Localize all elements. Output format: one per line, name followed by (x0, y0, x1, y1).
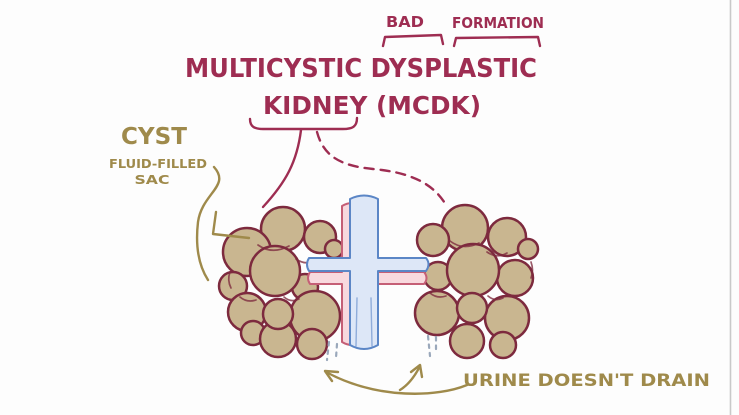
cyst-lump (445, 242, 501, 298)
cyst-detail-arc (239, 296, 257, 302)
cyst-lump (413, 289, 461, 337)
cyst-lump (516, 237, 540, 261)
urine-arrow-branch (398, 364, 422, 392)
cyst-lump (448, 322, 486, 360)
ureter-drip-dashes-right (426, 334, 438, 358)
cyst-definition-line2: SAC (135, 172, 170, 187)
cyst-lump (488, 330, 518, 360)
cyst-lump (295, 327, 329, 361)
right-kidney (413, 203, 540, 360)
drip-dash (334, 342, 339, 360)
title-underbrace (248, 116, 359, 131)
cyst-detail-arc (487, 295, 504, 301)
cyst-detail-arc (283, 296, 300, 302)
ureter-drip-dashes-left (325, 340, 339, 362)
bad-label: BAD (386, 13, 424, 31)
cyst-lump (415, 222, 451, 258)
vessel-inner-line (355, 297, 358, 347)
formation-bracket (452, 35, 542, 48)
cyst-pointer-curve (195, 165, 221, 282)
vessel-inner-line (370, 297, 373, 347)
urine-arrowhead-right (409, 363, 424, 379)
urine-arrow-curve (324, 370, 469, 395)
cyst-detail-arc (530, 261, 534, 279)
pointer-line-left-kidney (261, 128, 303, 209)
pointer-line-right-kidney-dashed (315, 130, 448, 207)
cyst-lump (486, 216, 528, 258)
cyst-detail-arc (449, 240, 480, 248)
title-line2: KIDNEY (MCDK) (263, 91, 481, 120)
cyst-lump (495, 258, 535, 298)
cyst-detail-arc (227, 271, 232, 289)
renal-vessels (306, 194, 430, 350)
urine-label: URINE DOESN'T DRAIN (463, 371, 710, 391)
formation-label: FORMATION (452, 14, 544, 32)
drip-dash (325, 340, 331, 362)
vena-cava-vessel (306, 194, 430, 350)
cyst-pointer-hook (211, 210, 251, 240)
bad-bracket (381, 33, 445, 48)
title-line1: MULTICYSTIC DYSPLASTIC (185, 54, 537, 84)
cyst-lump (248, 244, 302, 298)
cyst-lump (261, 297, 295, 331)
cyst-lump (455, 291, 489, 325)
left-kidney (217, 205, 345, 361)
cyst-detail-arc (257, 244, 290, 252)
drip-dash (426, 334, 432, 358)
cyst-definition-line1: FLUID-FILLED (109, 156, 207, 171)
cyst-detail-arc (429, 292, 447, 298)
cyst-lump (323, 238, 345, 260)
urine-arrowhead-left (323, 369, 340, 383)
cyst-heading: CYST (121, 124, 187, 150)
cyst-detail-arc (486, 251, 508, 257)
